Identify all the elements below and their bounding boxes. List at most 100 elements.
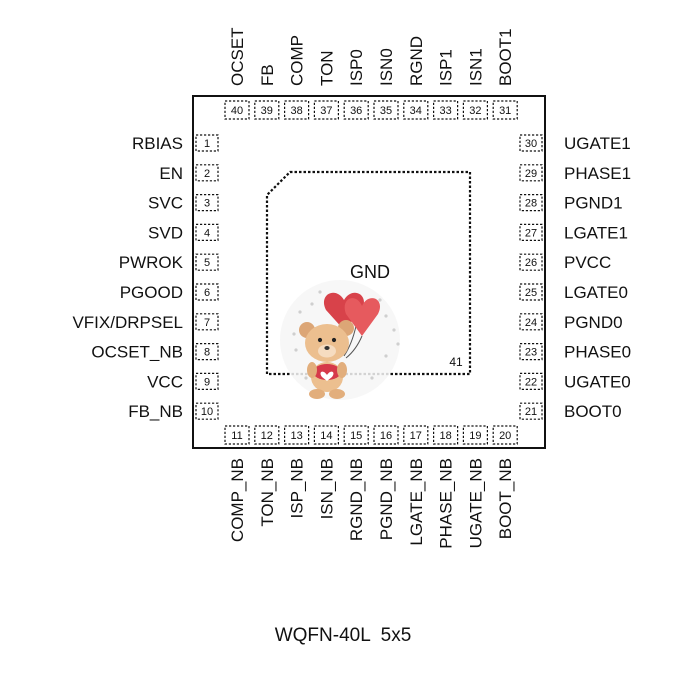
pin-pad [254, 100, 280, 120]
pin-number: 6 [204, 287, 210, 299]
pin-pad [519, 164, 543, 182]
pin-label: ISN0 [377, 48, 396, 86]
pin-pad [492, 100, 518, 120]
pin-number: 2 [204, 168, 210, 180]
pin-label: TON_NB [258, 458, 277, 527]
pin-number: 4 [204, 227, 210, 239]
pin-label: UGATE1 [564, 134, 631, 153]
pin-label: ISN1 [466, 48, 485, 86]
pin-pad [519, 194, 543, 212]
pin-number: 35 [380, 105, 392, 117]
pin-number: 15 [350, 430, 362, 442]
left-pin-group: 1RBIAS2EN3SVC4SVD5PWROK6PGOOD7VFIX/DRPSE… [72, 134, 219, 421]
pin-35-isn0: 35 ISN0 [373, 48, 399, 120]
pin-number: 20 [499, 430, 511, 442]
pin-pad [519, 134, 543, 152]
pin-pad [519, 372, 543, 390]
pin-label: PGOOD [120, 283, 183, 302]
pin-number: 31 [499, 105, 511, 117]
pin-label: PWROK [119, 253, 184, 272]
pin-pad [195, 372, 219, 390]
pin-3-svc: 3 SVC [148, 194, 219, 213]
pin-pad [195, 223, 219, 241]
pin-label: COMP_NB [228, 458, 247, 542]
pin-label: UGATE_NB [466, 458, 485, 548]
pin-label: PGND0 [564, 313, 623, 332]
pin-number: 38 [290, 105, 302, 117]
pin-number: 39 [261, 105, 273, 117]
pin-number: 8 [204, 347, 210, 359]
pin-number: 24 [525, 317, 537, 329]
pin-label: SVC [148, 194, 183, 213]
pin-label: PHASE_NB [437, 458, 456, 549]
pin-number: 17 [410, 430, 422, 442]
pin-number: 33 [439, 105, 451, 117]
pin-pad [195, 402, 219, 420]
pin-number: 1 [204, 138, 210, 150]
pin-pad [224, 425, 250, 445]
pin-31-boot1: 31 BOOT1 [492, 28, 518, 120]
center-pad-label: GND [350, 262, 390, 282]
pin-label: COMP [288, 35, 307, 86]
pin-number: 12 [261, 430, 273, 442]
pin-label: LGATE_NB [407, 458, 426, 546]
pin-number: 36 [350, 105, 362, 117]
pin-38-comp: 38 COMP [284, 35, 310, 120]
pin-6-pgood: 6 PGOOD [120, 283, 219, 302]
pin-label: SVD [148, 223, 183, 242]
pin-label: ISP0 [347, 49, 366, 86]
pin-pad [284, 100, 310, 120]
pin-label: BOOT0 [564, 402, 622, 421]
pin-pad [492, 425, 518, 445]
pin-number: 34 [410, 105, 422, 117]
sticker-dots [292, 290, 400, 380]
pin-number: 3 [204, 198, 210, 210]
pin-number: 26 [525, 257, 537, 269]
center-pad-number: 41 [449, 355, 463, 369]
pin-label: UGATE0 [564, 372, 631, 391]
teddy-bear-icon [299, 320, 354, 399]
pin-number: 16 [380, 430, 392, 442]
pin-pad [373, 425, 399, 445]
pin-4-svd: 4 SVD [148, 223, 219, 242]
pin-number: 13 [290, 430, 302, 442]
pin-number: 21 [525, 406, 537, 418]
pin-pad [519, 283, 543, 301]
pin-pad [313, 425, 339, 445]
pin-pad [195, 164, 219, 182]
pin-number: 9 [204, 376, 210, 388]
pin-label: BOOT1 [496, 28, 515, 86]
pin-label: LGATE1 [564, 223, 628, 242]
pin-pad [195, 253, 219, 271]
pin-label: PGND_NB [377, 458, 396, 540]
pin-pad [195, 283, 219, 301]
pin-pad [519, 313, 543, 331]
pin-pad [195, 134, 219, 152]
top-pin-group: 40OCSET39FB38COMP37TON36ISP035ISN034RGND… [224, 27, 518, 120]
pin-label: FB_NB [128, 402, 183, 421]
